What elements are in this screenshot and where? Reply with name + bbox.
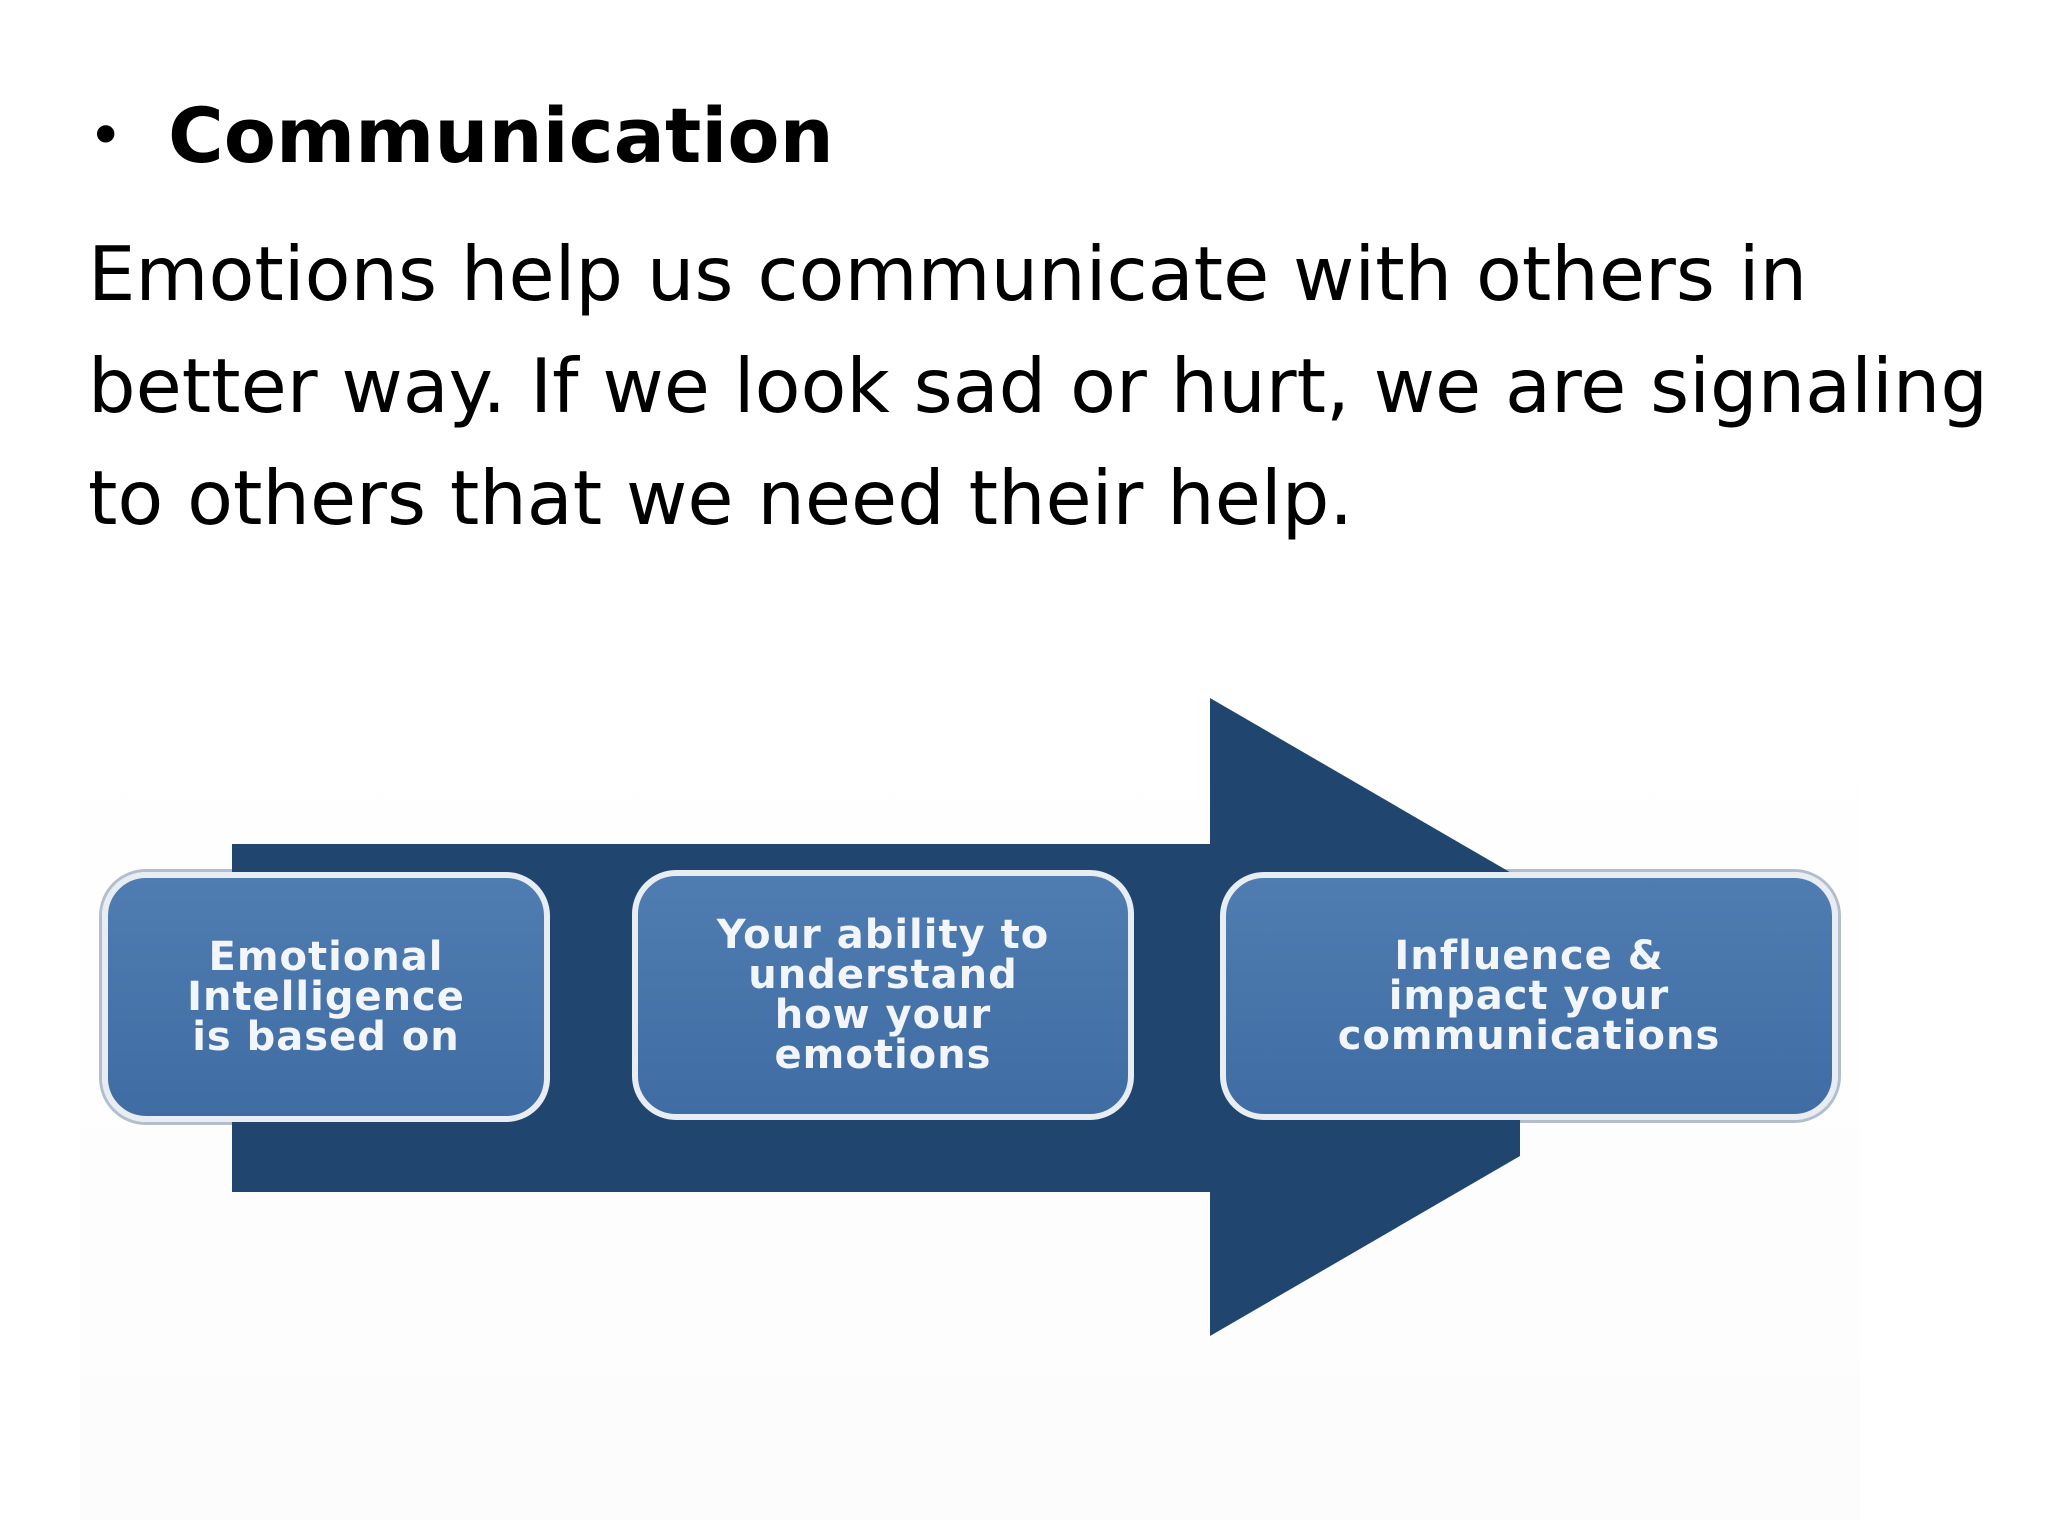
step-label-understand-emotions: Your ability to understand how your emot…: [716, 912, 1050, 1078]
step-label-emotional-intelligence: Emotional Intelligence is based on: [187, 934, 465, 1060]
process-diagram: Emotional Intelligence is based on Your …: [80, 680, 1860, 1520]
step-box-emotional-intelligence: Emotional Intelligence is based on: [102, 872, 550, 1122]
body-paragraph: Emotions help us communicate with others…: [88, 230, 1988, 542]
bullet-row: • Communication: [88, 88, 834, 184]
bullet-icon: •: [88, 101, 124, 171]
step-box-understand-emotions: Your ability to understand how your emot…: [632, 870, 1134, 1120]
step-box-influence-communications: Influence & impact your communications: [1220, 872, 1838, 1120]
bullet-heading: Communication: [168, 91, 834, 180]
step-label-influence-communications: Influence & impact your communications: [1337, 933, 1721, 1059]
